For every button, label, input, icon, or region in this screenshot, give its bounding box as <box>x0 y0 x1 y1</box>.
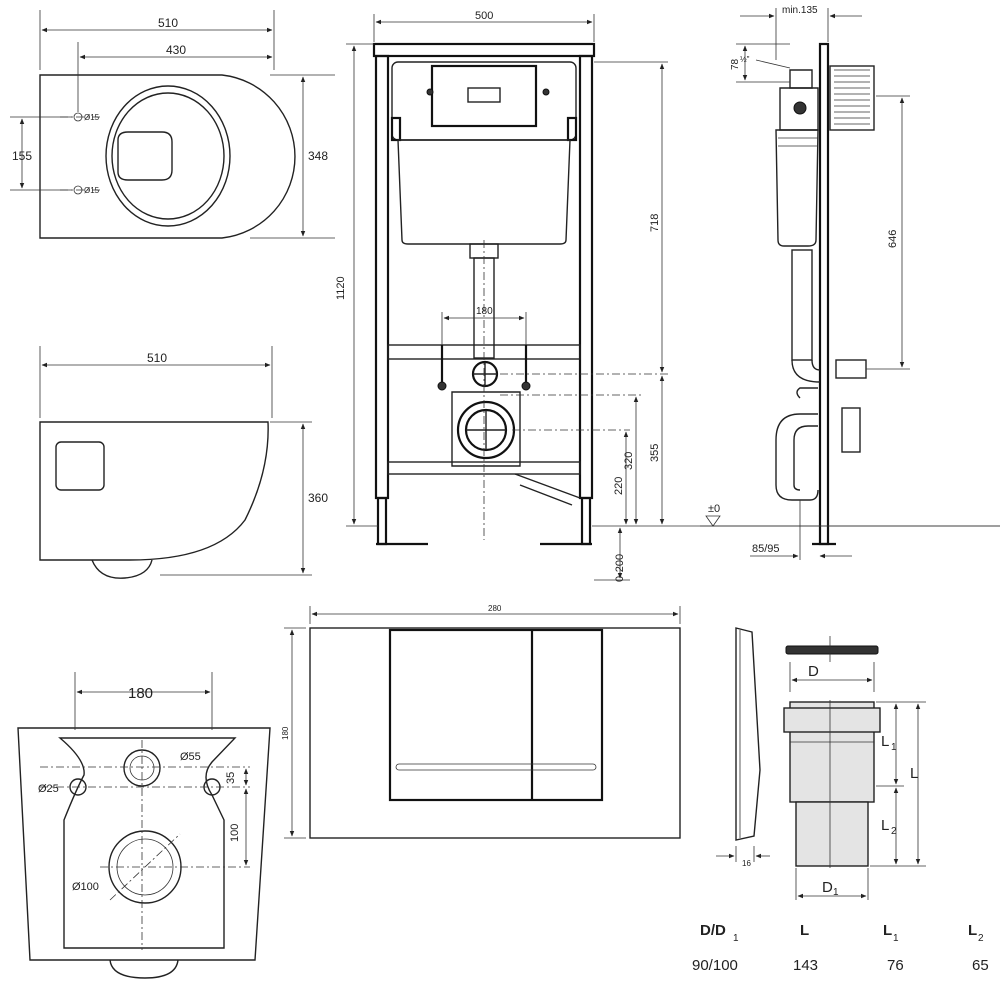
label-l: L <box>910 765 918 782</box>
dim-360: 360 <box>308 491 328 505</box>
label-d1-sub: 1 <box>833 887 839 898</box>
table-header-l1: L <box>883 922 892 939</box>
floor-level-icon <box>705 515 721 527</box>
top-view: 510 430 155 348 Ø15 Ø15 <box>10 10 335 239</box>
dim-220: 220 <box>613 477 625 495</box>
dim-646: 646 <box>887 230 899 248</box>
table-value-d-d1: 90/100 <box>692 957 738 974</box>
table-header-l1-sub: 1 <box>893 933 899 944</box>
frame-front-view: 500 1120 180 718 355 320 220 0-200 <box>335 10 1000 582</box>
dim-16: 16 <box>742 859 751 868</box>
label-l1-sub: 1 <box>891 742 897 753</box>
dim-min-135: min.135 <box>782 5 818 16</box>
dim-510-side: 510 <box>147 351 167 365</box>
pipe-spigot <box>795 801 869 867</box>
label-d: D <box>808 663 819 680</box>
side-view: 510 360 <box>39 346 328 579</box>
fixing-hole-left-icon <box>69 778 87 796</box>
dim-155: 155 <box>12 149 32 163</box>
label-floor-zero: ±0 <box>708 503 720 515</box>
dim-1120: 1120 <box>335 276 347 300</box>
label-d1: D <box>822 879 833 896</box>
table-header-d-d1-sub: 1 <box>733 933 739 944</box>
dimension-table: D/D 1 L L 1 L 2 90/100 143 76 65 <box>692 922 989 974</box>
label-hole-15-bottom: Ø15 <box>84 186 100 195</box>
dim-280: 280 <box>488 604 502 613</box>
label-hole-15-top: Ø15 <box>84 113 100 122</box>
dim-430: 430 <box>166 43 186 57</box>
table-value-l1: 76 <box>887 957 904 974</box>
label-l1: L <box>881 733 889 750</box>
dim-100: 100 <box>229 824 241 842</box>
dim-510-top: 510 <box>158 16 178 30</box>
dim-78: 78 <box>730 58 741 70</box>
label-d55: Ø55 <box>180 751 201 763</box>
label-l2: L <box>881 817 889 834</box>
table-value-l2: 65 <box>972 957 989 974</box>
dim-718: 718 <box>649 214 661 232</box>
dim-500: 500 <box>475 10 493 22</box>
label-d25: Ø25 <box>38 783 59 795</box>
dim-0-200: 0-200 <box>614 554 626 582</box>
dim-35: 35 <box>225 772 237 784</box>
dim-355: 355 <box>649 444 661 462</box>
label-l2-sub: 2 <box>891 826 897 837</box>
table-header-l2: L <box>968 922 977 939</box>
label-d100: Ø100 <box>72 881 99 893</box>
flush-plate-side: 16 <box>716 627 770 868</box>
table-value-l: 143 <box>793 957 818 974</box>
dim-180-bowl: 180 <box>128 685 153 702</box>
table-header-d-d1: D/D <box>700 922 726 939</box>
frame-side-view: min.135 ½" 78 646 ±0 85/95 <box>700 5 1000 560</box>
dim-180-plate: 180 <box>281 726 290 740</box>
dim-320: 320 <box>623 452 635 470</box>
flush-plate-front: 280 180 <box>281 604 681 839</box>
table-header-l: L <box>800 922 809 939</box>
bottom-view: 180 35 100 Ø55 Ø25 Ø100 <box>17 672 271 979</box>
table-header-l2-sub: 2 <box>978 933 984 944</box>
dim-348: 348 <box>308 149 328 163</box>
dim-180-frame: 180 <box>476 306 493 317</box>
pipe-connector: D L 1 L L 2 D 1 <box>783 636 926 900</box>
dim-85-95: 85/95 <box>752 543 780 555</box>
